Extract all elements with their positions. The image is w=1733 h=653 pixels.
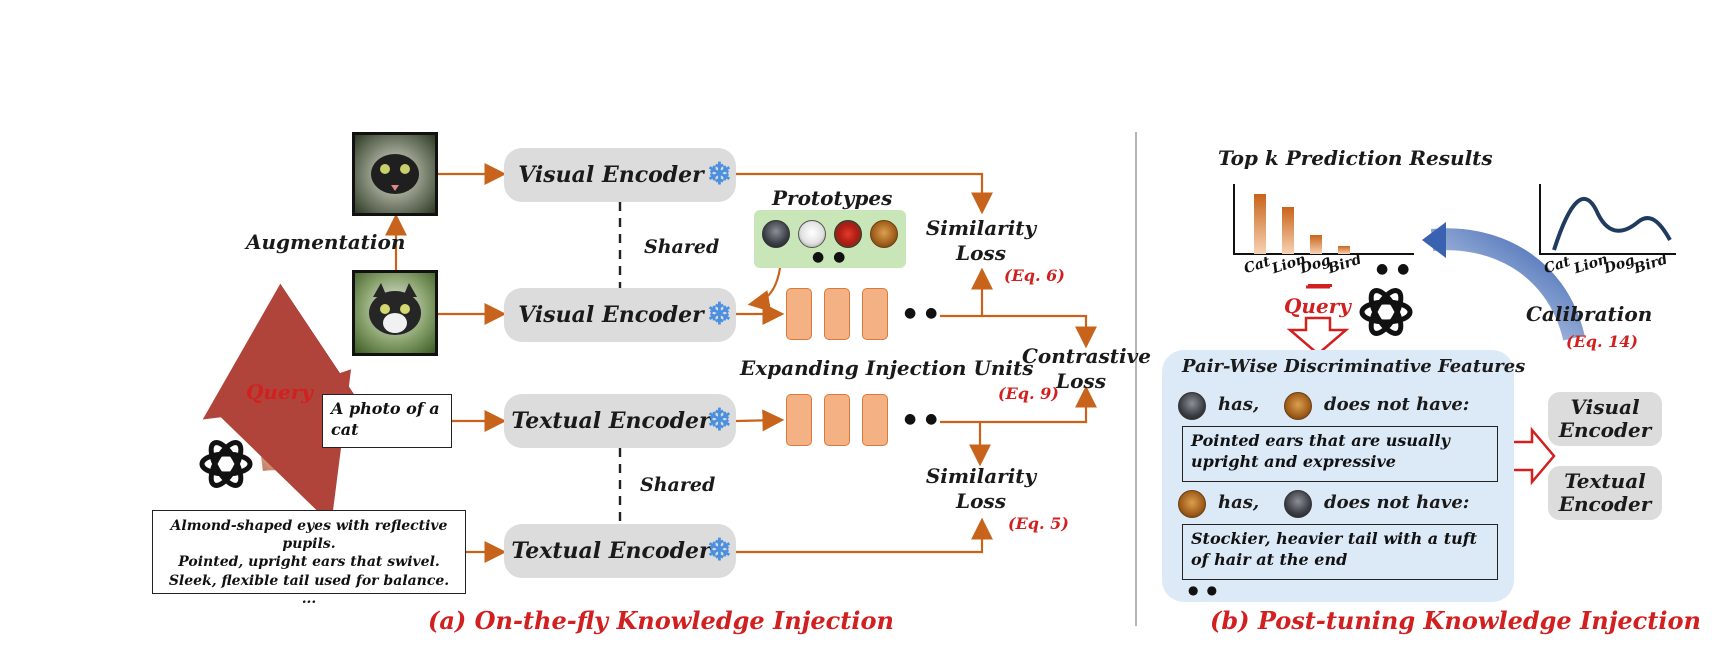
feature-2-text: Stockier, heavier tail with a tuft of ha…	[1191, 529, 1478, 569]
eq-5-label: (Eq. 5)	[1008, 514, 1069, 533]
visual-encoder-target-label: Visual Encoder	[1558, 395, 1652, 442]
feature-1-box: Pointed ears that are usually upright an…	[1182, 426, 1498, 482]
description-line-3: Sleek, flexible tail used for balance.	[168, 572, 450, 589]
calibration-curve	[1552, 196, 1672, 251]
prototype-dog	[798, 220, 826, 248]
original-cat-image	[352, 270, 438, 356]
openai-logo-icon	[1356, 282, 1416, 342]
injection-unit-textual-3	[862, 394, 888, 446]
textual-encoder-top: Textual Encoder ❄	[504, 394, 736, 448]
arrow-prototype-to-visual	[747, 267, 782, 312]
visual-encoder-top-label: Visual Encoder	[518, 162, 704, 188]
query-label-left: Query	[246, 380, 313, 404]
arrow-visual-to-sim	[736, 172, 993, 215]
frozen-snowflake-icon: ❄	[706, 297, 732, 332]
query-label-right: Query	[1284, 294, 1351, 318]
eq-14-label: (Eq. 14)	[1566, 332, 1638, 351]
shared-label-textual: Shared	[640, 474, 716, 496]
injection-units-visual-more: ● ●	[904, 305, 940, 321]
textual-encoder-bottom: Textual Encoder ❄	[504, 524, 736, 578]
description-box: Almond-shaped eyes with reflective pupil…	[152, 510, 466, 607]
arrow-textual-to-sim	[736, 517, 993, 554]
topk-bar-bird	[1338, 245, 1350, 254]
caption-left: (a) On-the-fly Knowledge Injection	[428, 606, 894, 635]
feature-2-box: Stockier, heavier tail with a tuft of ha…	[1182, 524, 1498, 580]
prototype-lion	[870, 220, 898, 248]
lion-avatar	[1178, 490, 1206, 518]
injection-unit-textual-1	[786, 394, 812, 446]
description-line-4: ...	[301, 590, 317, 607]
openai-logo-icon	[196, 434, 256, 494]
frozen-snowflake-icon: ❄	[706, 403, 732, 438]
similarity-loss-top: Similarity Loss	[925, 216, 1037, 265]
topk-title: Top k Prediction Results	[1218, 146, 1493, 170]
caption-right: (b) Post-tuning Knowledge Injection	[1210, 606, 1701, 635]
arrow-textual-to-units	[735, 409, 785, 432]
pairwise-panel: Pair-Wise Discriminative Features has, d…	[1162, 350, 1525, 602]
visual-encoder-target: Visual Encoder	[1548, 392, 1662, 446]
prototypes-label: Prototypes	[772, 186, 893, 210]
topk-bar-cat	[1254, 194, 1266, 254]
visual-encoder-bottom: Visual Encoder ❄	[504, 288, 736, 342]
injection-units-label: Expanding Injection Units	[740, 356, 1034, 380]
topk-more: ● ●	[1376, 261, 1412, 277]
injection-unit-visual-2	[824, 288, 850, 340]
topk-axes	[1233, 184, 1414, 255]
contrastive-loss: Contrastive Loss	[1022, 344, 1151, 393]
row1-not: does not have:	[1324, 394, 1470, 415]
prompt-box: A photo of a cat	[322, 394, 452, 448]
arrow-textunits-to-contrastive	[940, 385, 1097, 424]
calib-axes	[1539, 184, 1676, 255]
row2-has: has,	[1218, 492, 1260, 513]
frozen-snowflake-icon: ❄	[706, 533, 732, 568]
injection-unit-visual-1	[786, 288, 812, 340]
textual-encoder-target: Textual Encoder	[1548, 466, 1662, 520]
injection-unit-textual-2	[824, 394, 850, 446]
description-line-1: Almond-shaped eyes with reflective pupil…	[170, 518, 448, 553]
eq-6-label: (Eq. 6)	[1004, 266, 1065, 285]
pairwise-title: Pair-Wise Discriminative Features	[1182, 356, 1526, 377]
topk-bar-dog	[1310, 234, 1322, 254]
prototype-cat	[762, 220, 790, 248]
prototypes-more: ● ●	[812, 249, 848, 265]
shared-label-visual: Shared	[644, 236, 720, 258]
injection-units-textual-more: ● ●	[904, 411, 940, 427]
arrow-units-to-contrastive	[982, 314, 1097, 349]
row2-not: does not have:	[1324, 492, 1470, 513]
cat-avatar	[1284, 490, 1312, 518]
feature-1-text: Pointed ears that are usually upright an…	[1191, 431, 1450, 471]
calibration-arrow	[1430, 228, 1585, 341]
visual-encoder-bottom-label: Visual Encoder	[518, 302, 704, 328]
features-more: ● ●	[1188, 583, 1220, 597]
visual-encoder-top: Visual Encoder ❄	[504, 148, 736, 202]
prompt-text: A photo of a cat	[331, 399, 440, 439]
textual-encoder-target-label: Textual Encoder	[1558, 469, 1652, 516]
similarity-loss-bottom: Similarity Loss	[925, 464, 1037, 513]
injection-unit-visual-3	[862, 288, 888, 340]
topk-bar-lion	[1282, 207, 1294, 254]
query-down-arrow	[1286, 316, 1350, 356]
prototype-bird	[834, 220, 862, 248]
prototypes-box: ● ●	[754, 210, 906, 268]
row1-has: has,	[1218, 394, 1260, 415]
query-arrow-bottom	[218, 369, 352, 525]
textual-encoder-top-label: Textual Encoder	[511, 408, 711, 434]
calibration-label: Calibration	[1526, 302, 1653, 326]
description-line-2: Pointed, upright ears that swivel.	[178, 554, 440, 571]
lion-avatar	[1284, 392, 1312, 420]
augmentation-label: Augmentation	[246, 230, 406, 254]
dog-highlight	[1308, 284, 1332, 287]
augmented-cat-image	[352, 132, 438, 216]
frozen-snowflake-icon: ❄	[706, 157, 732, 192]
textual-encoder-bottom-label: Textual Encoder	[511, 538, 711, 564]
eq-9-label: (Eq. 9)	[998, 384, 1059, 403]
cat-avatar	[1178, 392, 1206, 420]
